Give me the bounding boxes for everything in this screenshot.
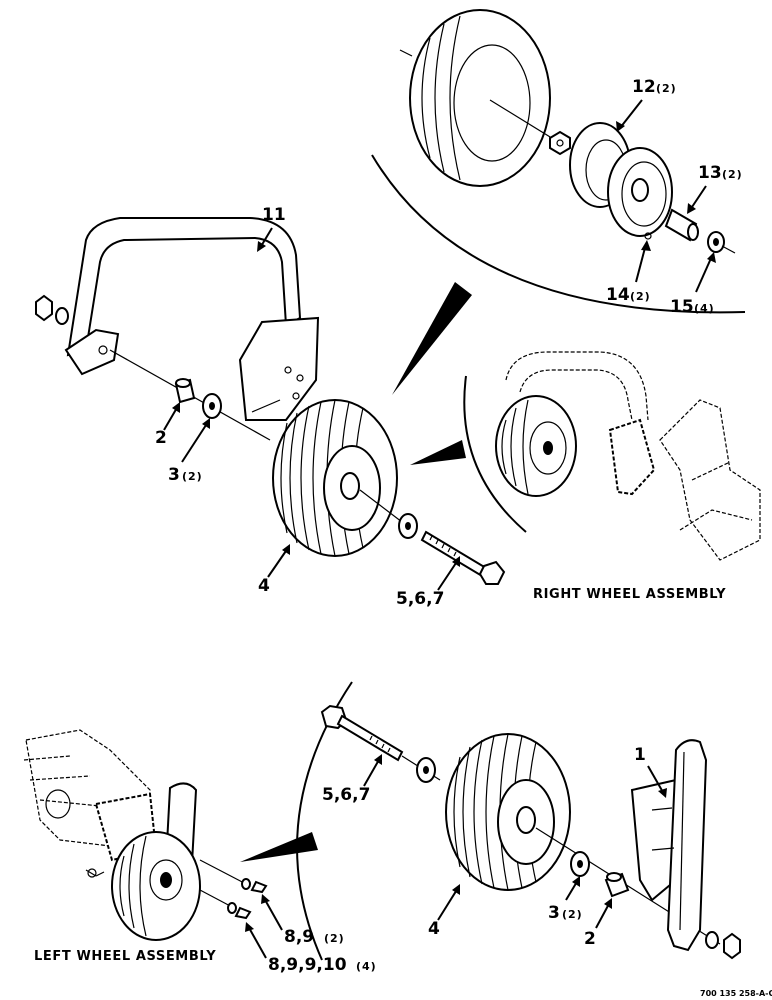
inset-pointer-right [410, 440, 466, 465]
title-left-wheel: LEFT WHEEL ASSEMBLY [34, 949, 216, 964]
leader-3-top [181, 421, 209, 463]
axis-line-inset-end [721, 245, 736, 254]
callout-12-qty: (2) [656, 82, 677, 95]
spacer-top [174, 378, 196, 404]
inset-tire [409, 9, 551, 187]
callout-2-top: 2 [155, 428, 167, 448]
arrow-3-top [202, 418, 210, 429]
arrow-14 [641, 240, 651, 251]
callout-3-bottom-qty: (2) [562, 908, 583, 921]
callout-5-top: 5,6,7 [396, 589, 444, 609]
arrow-2-top [172, 402, 180, 413]
leader-2-bottom [595, 901, 611, 929]
bolt-top [420, 530, 506, 585]
callout-8-a: 8,9 [284, 927, 314, 947]
washer-bolt-top [398, 513, 418, 539]
callout-13-qty: (2) [722, 168, 743, 181]
inset-arc-right [463, 375, 527, 533]
inset-rim [569, 122, 673, 240]
leader-15 [695, 255, 713, 293]
callout-3-top-qty: (2) [182, 470, 203, 483]
callout-13: 13 [698, 163, 722, 183]
callout-8-b: 8,9,9,10 [268, 955, 347, 975]
leader-12 [619, 99, 643, 129]
leader-5-bottom [363, 757, 381, 787]
arrow-8-a [261, 894, 270, 904]
leader-1 [647, 765, 665, 795]
arrow-8-b [245, 922, 254, 932]
inset-right-assembly [495, 351, 761, 561]
inset-bushing [664, 208, 699, 242]
washer-bolt-bottom [416, 757, 436, 783]
callout-12: 12 [632, 77, 656, 97]
callout-14: 14 [606, 285, 630, 305]
leader-8-a [263, 897, 283, 931]
callout-8-b-qty: (4) [356, 960, 377, 973]
callout-3-bottom: 3 [548, 903, 560, 923]
arrow-5-top [452, 556, 460, 567]
inset-pointer-top [392, 282, 472, 395]
nut-top-left [35, 294, 69, 325]
callout-14-qty: (2) [630, 290, 651, 303]
leader-4-bottom [437, 887, 459, 921]
inset-bearing [707, 231, 725, 253]
callout-8-a-qty: (2) [324, 932, 345, 945]
callout-3-top: 3 [168, 465, 180, 485]
washer-top [202, 393, 222, 419]
arrow-11 [257, 241, 266, 252]
axle-line-top-right [359, 489, 403, 523]
callout-2-bottom: 2 [584, 929, 596, 949]
axis-line-top-left [399, 49, 413, 57]
axle-line-inset [489, 99, 556, 141]
arrow-4-top [282, 544, 290, 555]
callout-11: 11 [262, 205, 286, 225]
inset-left-assembly [23, 729, 201, 941]
wheel-arm-bracket [64, 217, 320, 421]
bolt-bottom [320, 704, 404, 762]
arrow-5-bottom [374, 754, 382, 765]
arrow-1 [658, 788, 667, 798]
bolt-line-a [199, 859, 249, 886]
callout-15: 15 [670, 297, 694, 317]
arrow-15 [707, 252, 716, 263]
tire-bottom [445, 733, 571, 891]
washer-bottom [570, 851, 590, 877]
callout-5-bottom: 5,6,7 [322, 785, 370, 805]
inset-arc-top [371, 154, 746, 314]
arrow-4-bottom [452, 884, 460, 895]
callout-4-bottom: 4 [428, 919, 440, 939]
callout-15-qty: (4) [694, 302, 715, 315]
inset-nut [549, 130, 571, 156]
arrow-12 [616, 121, 625, 132]
leader-13 [689, 185, 707, 211]
wheel-arm-bracket-left [630, 739, 708, 952]
arrow-13 [687, 203, 696, 214]
leader-8-b [247, 925, 267, 959]
small-bolt-b [227, 902, 252, 920]
callout-1: 1 [634, 745, 646, 765]
drawing-reference: 700 135 258-A-G [700, 989, 772, 998]
tire-top [272, 399, 398, 557]
arrow-3-bottom [572, 876, 580, 887]
small-bolt-a [241, 878, 268, 894]
nut-bottom-right [705, 931, 741, 960]
title-right-wheel: RIGHT WHEEL ASSEMBLY [533, 587, 726, 602]
spacer-bottom [604, 872, 630, 898]
leader-5-top [437, 559, 459, 591]
inset-pointer-bottom [240, 832, 318, 862]
arrow-2-bottom [604, 898, 612, 909]
leader-4-top [267, 547, 289, 578]
callout-4-top: 4 [258, 576, 270, 596]
